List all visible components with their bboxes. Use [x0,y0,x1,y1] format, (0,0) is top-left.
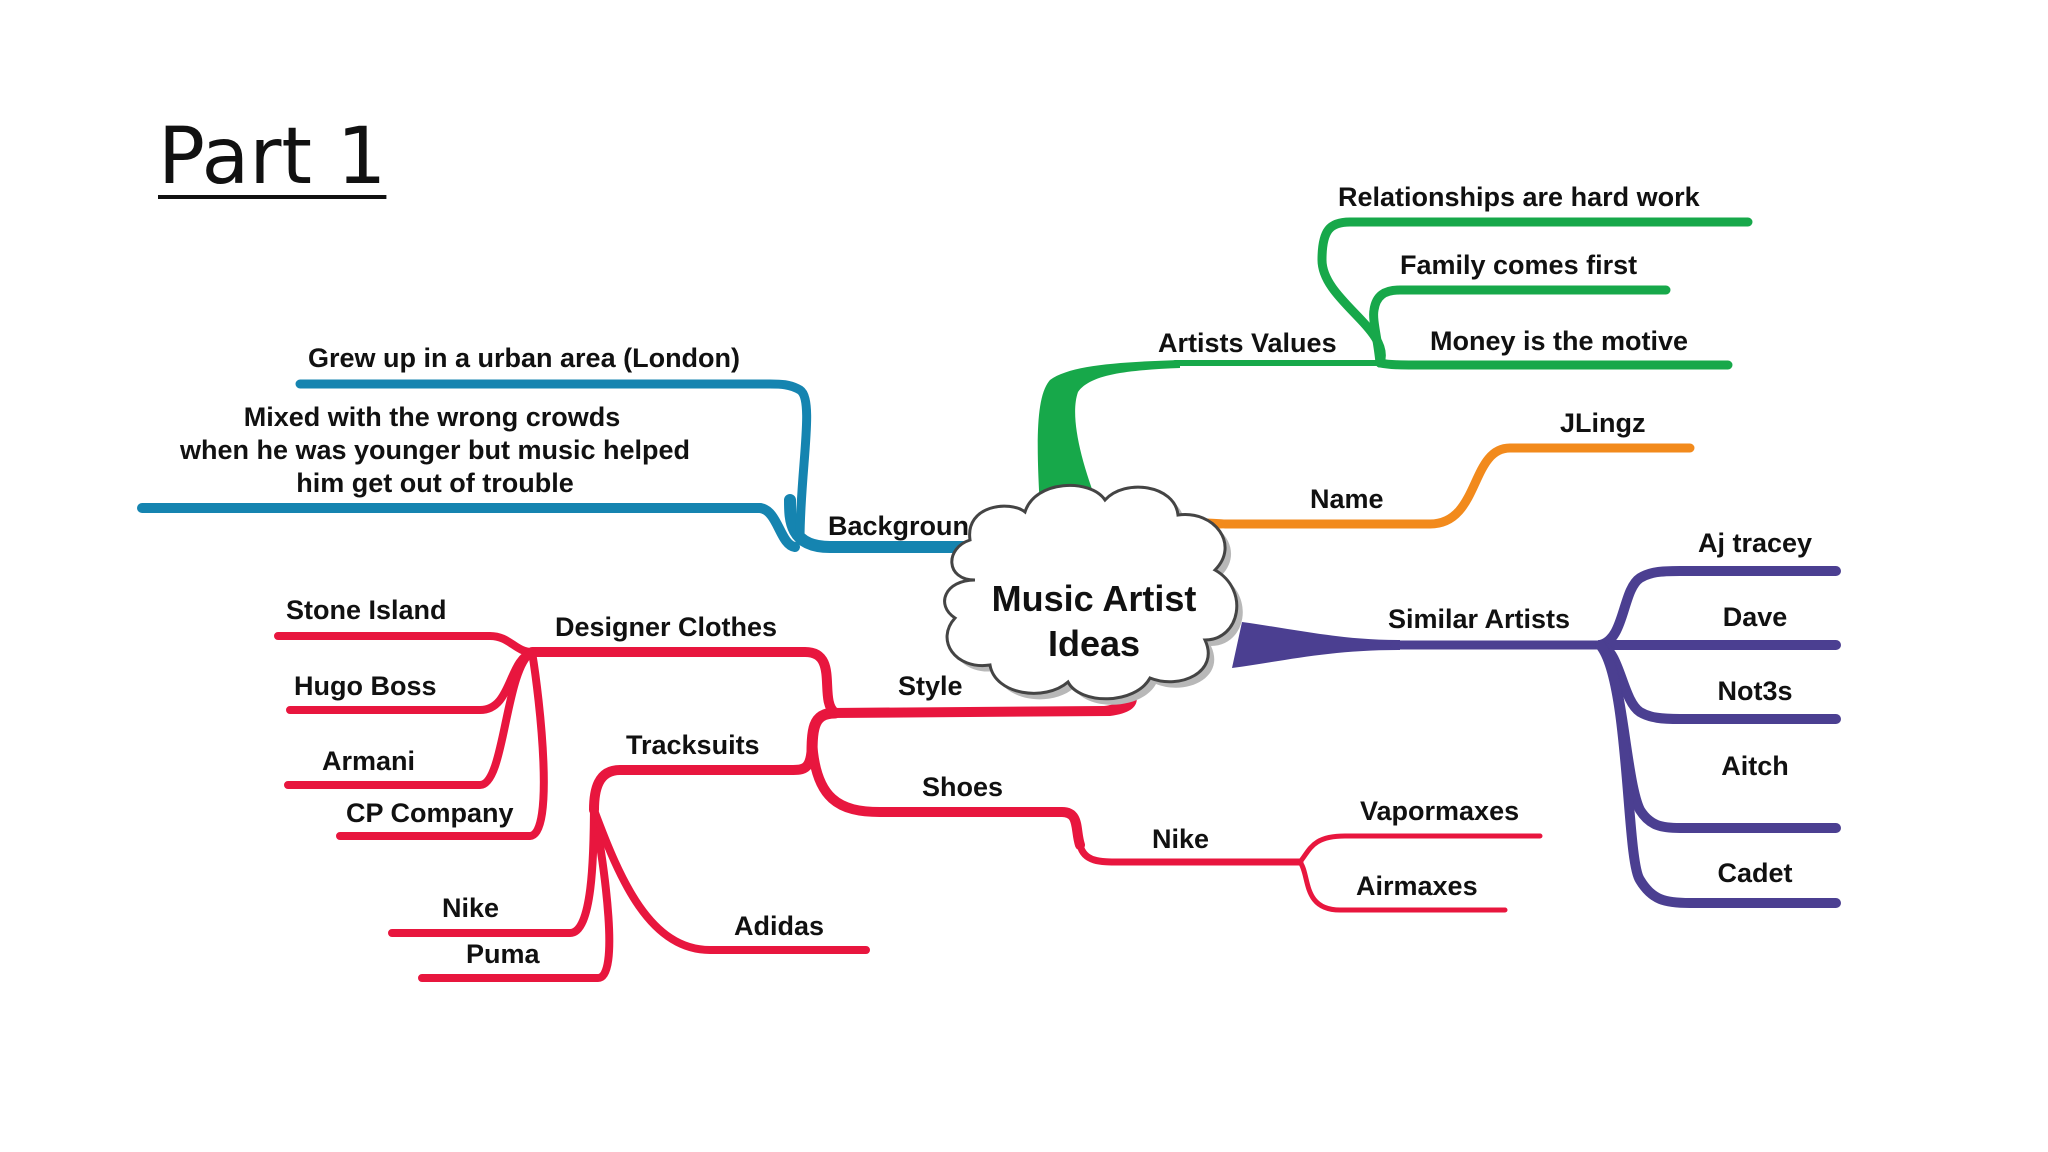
values-item-money: Money is the motive [1430,326,1688,356]
background-line-crowds [137,503,800,552]
designer-line-armani [284,648,536,789]
values-item-family: Family comes first [1400,250,1637,280]
shoes-item-vapormaxes: Vapormaxes [1360,796,1519,826]
shoes-item-airmaxes: Airmaxes [1356,871,1478,901]
slide-title: Part 1 [158,112,387,202]
similar-item-aj-tracey: Aj tracey [1698,528,1812,558]
values-item-relationships: Relationships are hard work [1338,182,1701,212]
branch-background: Background Grew up in a urban area (Lond… [137,343,1056,553]
similar-label: Similar Artists [1388,604,1570,634]
shoes-nike-line [1076,841,1304,866]
similar-line-aj-tracey [1595,566,1841,650]
background-item-london: Grew up in a urban area (London) [308,343,740,373]
shoes-line-vapormaxes [1297,833,1543,865]
shoes-label: Shoes [922,772,1003,802]
branch-style: Style Designer Clothes Stone Island Hugo… [274,595,1543,982]
designer-item-stone-island: Stone Island [286,595,447,625]
designer-item-armani: Armani [322,746,415,776]
designer-line-cp-company [336,648,548,840]
values-line-family [1369,285,1671,368]
values-label: Artists Values [1158,328,1337,358]
background-item-crowds-line1: Mixed with the wrong crowds [244,402,621,432]
similar-line-aitch [1595,640,1841,833]
tracksuits-line-puma [418,806,614,982]
name-label: Name [1310,484,1384,514]
background-line-london [295,379,812,545]
designer-item-cp-company: CP Company [346,798,514,828]
branch-artists-values: Artists Values Relationships are hard wo… [1037,182,1753,545]
designer-line [527,647,840,718]
similar-item-dave: Dave [1723,602,1788,632]
similar-item-aitch: Aitch [1721,751,1789,781]
tracksuits-label: Tracksuits [626,730,760,760]
background-item-crowds-line2: when he was younger but music helped [179,435,690,465]
centre-cloud [943,483,1239,701]
name-line [1220,443,1695,529]
tracksuits-line-adidas [590,806,870,954]
branch-similar-artists: Similar Artists Aj tracey Dave Not3s Ait… [1232,528,1841,908]
centre-label-line1: Music Artist [992,578,1197,619]
designer-item-hugo-boss: Hugo Boss [294,671,437,701]
similar-item-not3s: Not3s [1717,676,1792,706]
similar-trunk [1232,622,1400,668]
tracksuits-item-adidas: Adidas [734,911,824,941]
centre-node: Music Artist Ideas [943,483,1243,705]
similar-item-cadet: Cadet [1717,858,1792,888]
background-label: Background [828,511,986,541]
similar-line-cadet [1595,640,1841,908]
centre-label-line2: Ideas [1048,623,1140,664]
shoes-line-airmaxes [1297,859,1508,913]
values-line-money [1375,358,1733,370]
style-trunk [830,680,1137,718]
designer-line-stone-island [274,632,536,656]
tracksuits-item-nike: Nike [442,893,499,923]
name-item-jlingz: JLingz [1560,408,1646,438]
background-item-crowds-line3: him get out of trouble [296,468,573,498]
shoes-line [807,735,1085,850]
designer-label: Designer Clothes [555,612,777,642]
style-label: Style [898,671,963,701]
shoes-nike-label: Nike [1152,824,1209,854]
tracksuits-item-puma: Puma [466,939,541,969]
